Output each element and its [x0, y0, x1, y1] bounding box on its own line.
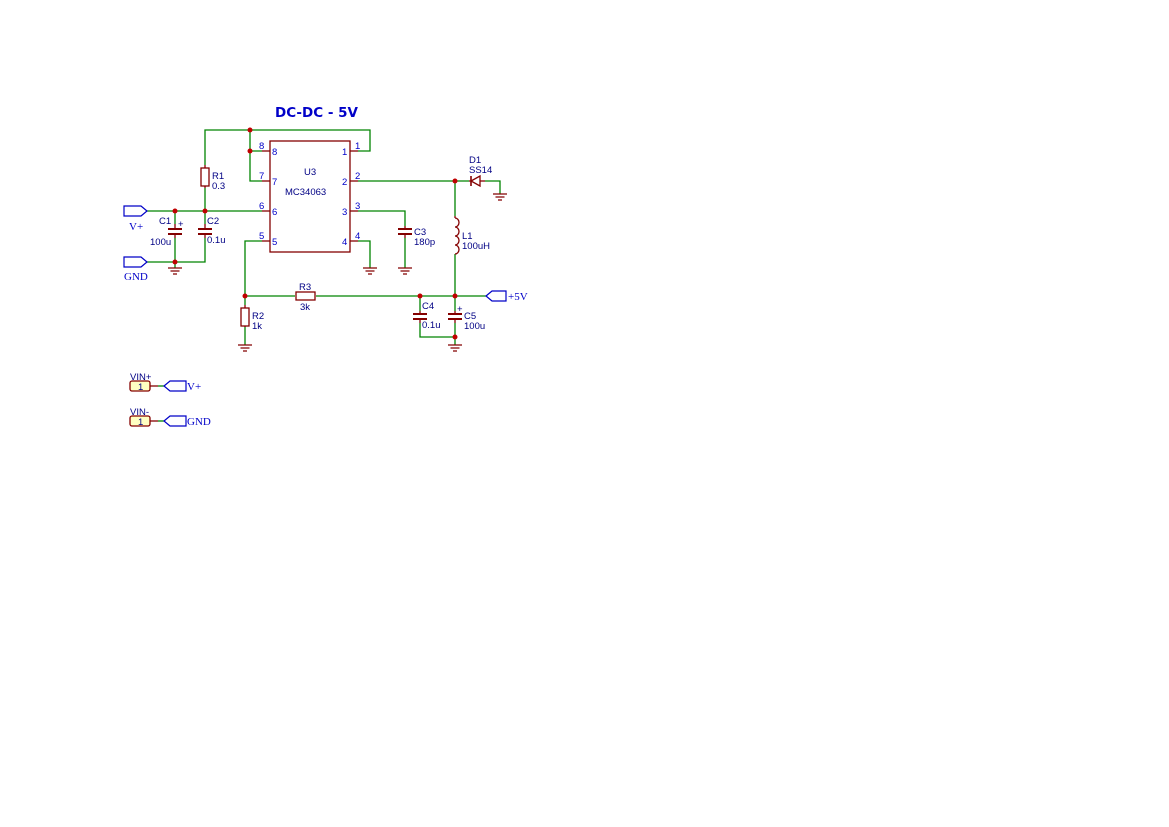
vin-plus-net-label: V+ [187, 381, 201, 393]
vin-minus-ref: VIN- [130, 407, 149, 418]
resistor-r2[interactable]: R2 1k [240, 305, 264, 332]
l1-value: 100uH [462, 241, 490, 252]
schematic-title: DC-DC - 5V [275, 105, 359, 121]
ic-pin-1-ext: 1 [355, 141, 360, 152]
ic-pin-1: 1 [342, 147, 347, 158]
ic-pin-5-ext: 5 [259, 231, 264, 242]
port-gnd[interactable]: GND [123, 256, 148, 283]
vin-minus-net-label: GND [187, 416, 211, 428]
connector-vin-minus[interactable]: VIN- 1 GND [129, 407, 211, 428]
r1-value: 0.3 [212, 181, 225, 192]
ground-icon [238, 344, 252, 352]
resistor-r3[interactable]: R3 3k [295, 282, 316, 313]
port-plus5v[interactable]: +5V [485, 290, 528, 303]
r2-ref: R2 [252, 311, 264, 322]
ic-mc34063[interactable]: U3 MC34063 1 2 3 4 5 6 7 8 1 2 3 4 5 6 7… [259, 140, 360, 253]
resistor-r1[interactable]: R1 0.3 [200, 165, 225, 192]
r3-value: 3k [300, 302, 310, 313]
ic-pin-6-ext: 6 [259, 201, 264, 212]
port-vplus[interactable]: V+ [123, 205, 148, 233]
ic-pin-4-ext: 4 [355, 231, 360, 242]
junctions [172, 127, 458, 340]
c1-ref: C1 [159, 216, 171, 227]
ic-pin-7-ext: 7 [259, 171, 264, 182]
c2-ref: C2 [207, 216, 219, 227]
ground-icon [493, 193, 507, 201]
ground-icon [168, 267, 182, 275]
ground-icon [398, 267, 412, 275]
c5-polarity: + [457, 304, 463, 315]
ic-pin-4: 4 [342, 237, 347, 248]
ground-icon [363, 267, 377, 275]
connector-vin-plus[interactable]: VIN+ 1 V+ [129, 372, 201, 393]
ic-pin-5: 5 [272, 237, 277, 248]
ic-value: MC34063 [285, 187, 326, 198]
d1-value: SS14 [469, 165, 492, 176]
vin-plus-pin: 1 [138, 382, 143, 393]
ic-pin-6: 6 [272, 207, 277, 218]
c3-value: 180p [414, 237, 435, 248]
capacitor-c2[interactable]: C2 0.1u [198, 216, 226, 246]
ground-icon [448, 344, 462, 352]
ground-symbols [168, 193, 507, 352]
port-plus5v-label: +5V [508, 291, 528, 303]
capacitor-c5[interactable]: + C5 100u [448, 304, 485, 332]
c3-ref: C3 [414, 227, 426, 238]
ic-pin-8: 8 [272, 147, 277, 158]
diode-d1[interactable]: D1 SS14 [469, 155, 492, 188]
r1-ref: R1 [212, 171, 224, 182]
c2-value: 0.1u [207, 235, 226, 246]
d1-ref: D1 [469, 155, 481, 166]
ic-pin-2-ext: 2 [355, 171, 360, 182]
ic-pin-8-ext: 8 [259, 141, 264, 152]
capacitor-c3[interactable]: C3 180p [398, 226, 435, 248]
c5-ref: C5 [464, 311, 476, 322]
capacitor-c4[interactable]: C4 0.1u [413, 301, 441, 331]
inductor-l1[interactable]: L1 100uH [454, 216, 490, 255]
ic-pin-2: 2 [342, 177, 347, 188]
c4-value: 0.1u [422, 320, 441, 331]
port-gnd-label: GND [124, 271, 148, 283]
r3-ref: R3 [299, 282, 311, 293]
ic-ref: U3 [304, 167, 316, 178]
c1-polarity: + [178, 219, 184, 230]
l1-ref: L1 [462, 231, 473, 242]
ic-pin-7: 7 [272, 177, 277, 188]
c1-value: 100u [150, 237, 171, 248]
c4-ref: C4 [422, 301, 434, 312]
ic-pin-3-ext: 3 [355, 201, 360, 212]
vin-minus-pin: 1 [138, 417, 143, 428]
wires [147, 129, 501, 345]
c5-value: 100u [464, 321, 485, 332]
r2-value: 1k [252, 321, 262, 332]
port-vplus-label: V+ [129, 221, 143, 233]
vin-plus-ref: VIN+ [130, 372, 152, 383]
ic-pin-3: 3 [342, 207, 347, 218]
capacitor-c1[interactable]: + C1 100u [150, 216, 184, 248]
